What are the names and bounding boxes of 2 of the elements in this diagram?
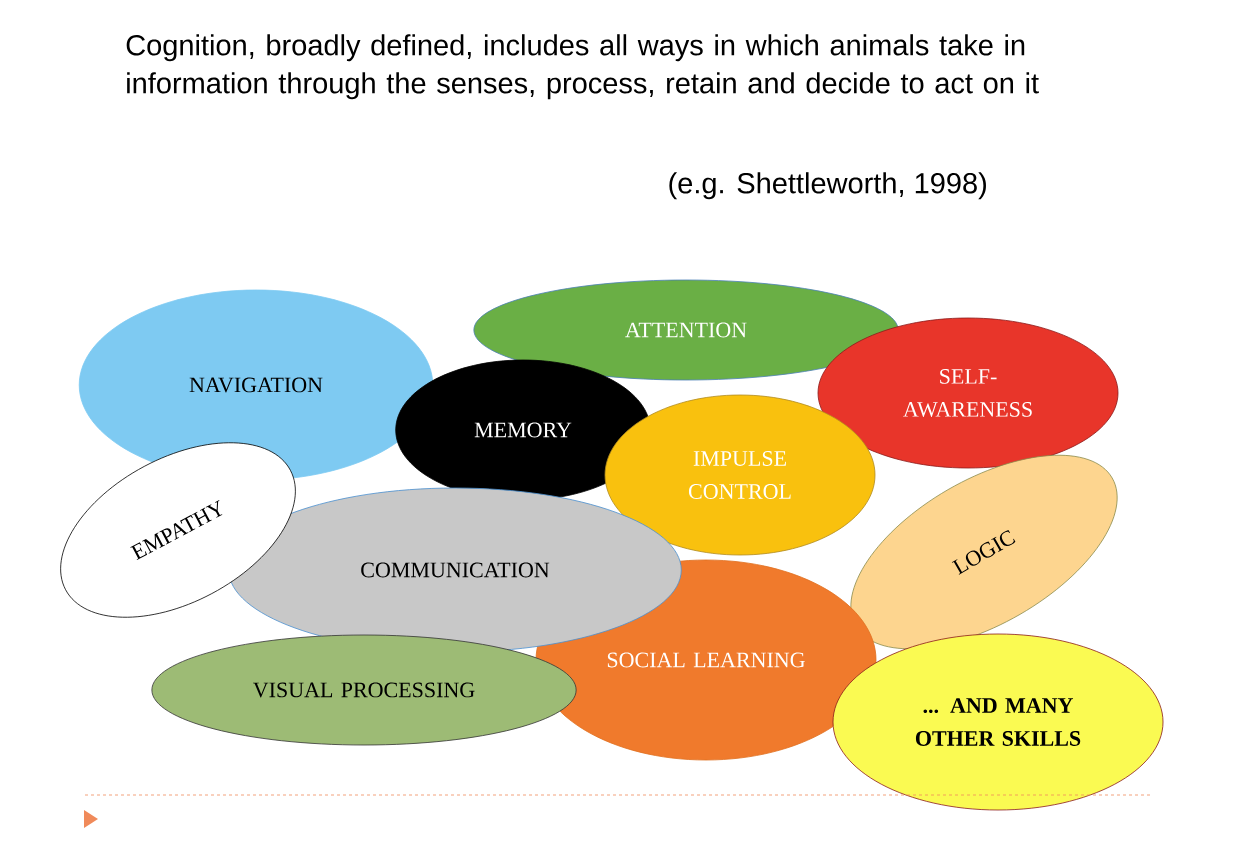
citation: (e.g. Shettleworth, 1998) (669, 172, 986, 200)
title: Cognition, broadly defined, includes all ways in which animals take in information through the senses, process, retain and decide to act on it (126, 34, 1039, 100)
